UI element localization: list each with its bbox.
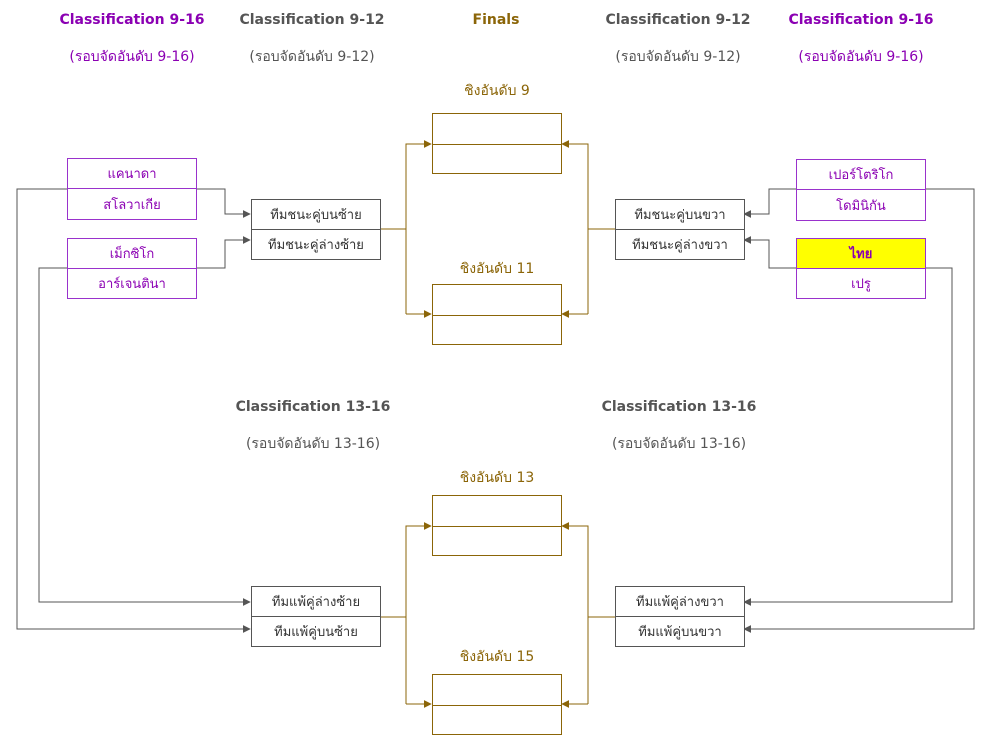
slot-winner-upper-right: ทีมชนะคู่บนขวา xyxy=(615,199,745,230)
connector-line xyxy=(196,236,251,269)
final-label-13th: ชิงอันดับ 13 xyxy=(459,470,535,486)
team-puerto-rico: เปอร์โตริโก xyxy=(796,159,926,190)
header-classification-13-16-right: Classification 13-16 xyxy=(601,399,757,415)
team-dominican: โดมินิกัน xyxy=(796,189,926,221)
final-label-11th: ชิงอันดับ 11 xyxy=(459,261,535,277)
subheader-classification-13-16-right: (รอบจัดอันดับ 13-16) xyxy=(611,436,747,452)
connector-line xyxy=(743,188,975,633)
subheader-classification-9-12-left: (รอบจัดอันดับ 9-12) xyxy=(249,49,375,65)
final-box-9th xyxy=(432,113,562,174)
team-argentina: อาร์เจนตินา xyxy=(67,268,197,299)
slot-winner-lower-right: ทีมชนะคู่ล่างขวา xyxy=(615,229,745,260)
connector-line xyxy=(38,267,251,606)
team-slovakia: สโลวาเกีย xyxy=(67,188,197,220)
connector-line xyxy=(561,140,589,314)
connector-line xyxy=(405,522,432,704)
team-mexico: เม็กซิโก xyxy=(67,238,197,269)
header-classification-9-16-left: Classification 9-16 xyxy=(59,12,205,28)
final-box-11th xyxy=(432,284,562,345)
header-classification-13-16-left: Classification 13-16 xyxy=(235,399,391,415)
connector-line xyxy=(743,236,796,269)
header-classification-9-12-left: Classification 9-12 xyxy=(239,12,385,28)
header-classification-9-12-right: Classification 9-12 xyxy=(605,12,751,28)
team-peru: เปรู xyxy=(796,268,926,299)
header-classification-9-16-right: Classification 9-16 xyxy=(788,12,934,28)
slot-winner-lower-left: ทีมชนะคู่ล่างซ้าย xyxy=(251,229,381,260)
slot-loser-lower-right: ทีมแพ้คู่ล่างขวา xyxy=(615,586,745,617)
final-box-13th xyxy=(432,495,562,556)
subheader-classification-9-12-right: (รอบจัดอันดับ 9-12) xyxy=(615,49,741,65)
connector-line xyxy=(16,188,251,633)
connector-line xyxy=(743,267,953,606)
final-label-9th: ชิงอันดับ 9 xyxy=(464,83,530,99)
connector-line xyxy=(405,140,432,314)
team-thailand-highlighted: ไทย xyxy=(796,238,926,269)
slot-loser-upper-right: ทีมแพ้คู่บนขวา xyxy=(615,616,745,647)
slot-loser-upper-left: ทีมแพ้คู่บนซ้าย xyxy=(251,616,381,647)
slot-loser-lower-left: ทีมแพ้คู่ล่างซ้าย xyxy=(251,586,381,617)
subheader-classification-13-16-left: (รอบจัดอันดับ 13-16) xyxy=(245,436,381,452)
connector-line xyxy=(743,188,796,218)
connector-line xyxy=(196,188,251,218)
connector-line xyxy=(561,522,589,704)
subheader-classification-9-16-left: (รอบจัดอันดับ 9-16) xyxy=(69,49,195,65)
final-box-15th xyxy=(432,674,562,735)
final-label-15th: ชิงอันดับ 15 xyxy=(459,649,535,665)
header-finals: Finals xyxy=(472,12,520,28)
slot-winner-upper-left: ทีมชนะคู่บนซ้าย xyxy=(251,199,381,230)
subheader-classification-9-16-right: (รอบจัดอันดับ 9-16) xyxy=(798,49,924,65)
team-canada: แคนาดา xyxy=(67,158,197,189)
